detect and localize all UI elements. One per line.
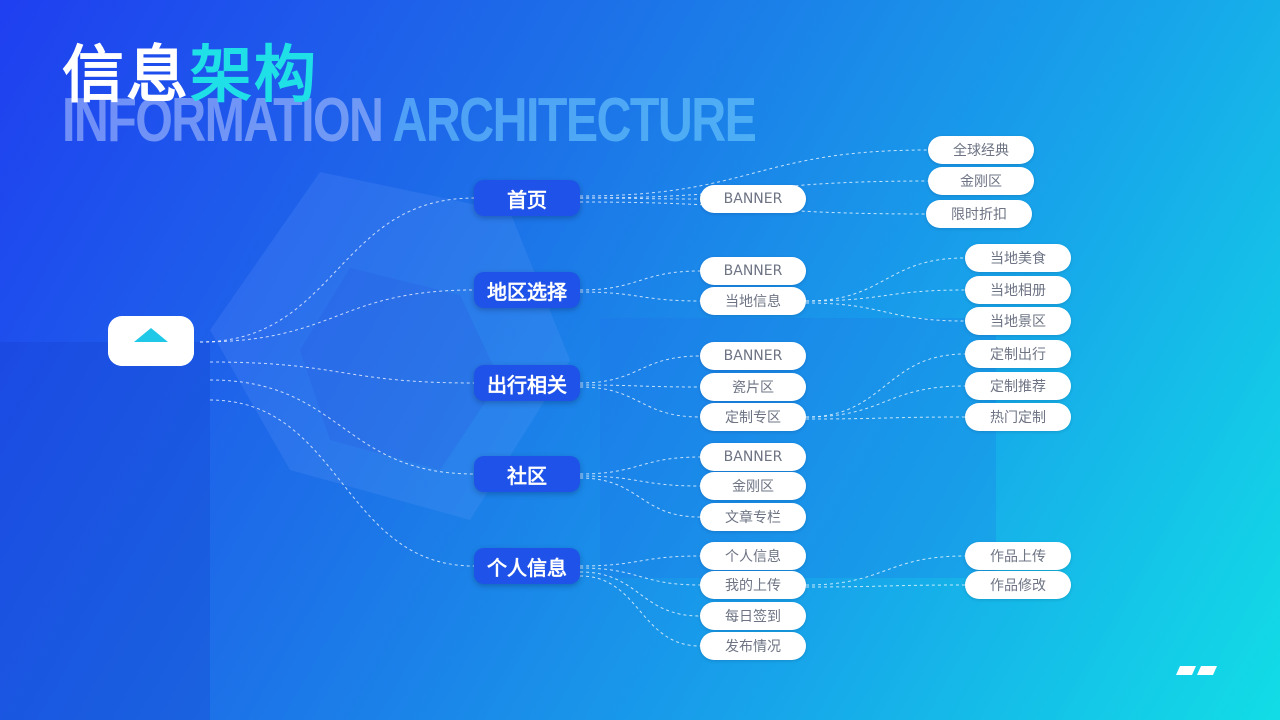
tree-link — [199, 289, 475, 343]
node-custom-travel[interactable]: 定制出行 — [965, 340, 1071, 368]
node-region-select[interactable]: 地区选择 — [474, 272, 580, 308]
node-travel-banner[interactable]: BANNER — [700, 342, 806, 370]
subtitle-part2: ARCHITECTURE — [392, 86, 757, 155]
node-tile-area[interactable]: 瓷片区 — [700, 373, 806, 401]
tree-link — [805, 416, 966, 420]
node-limited-discount[interactable]: 限时折扣 — [926, 200, 1032, 228]
tree-link — [805, 555, 966, 586]
tree-link — [579, 270, 701, 291]
tree-link — [579, 456, 701, 475]
node-hot-custom[interactable]: 热门定制 — [965, 403, 1071, 431]
node-article-column[interactable]: 文章专栏 — [700, 503, 806, 531]
tree-link — [579, 475, 701, 487]
page-title: 信息架构 — [62, 44, 318, 106]
node-community-banner[interactable]: BANNER — [700, 443, 806, 471]
tree-link — [805, 302, 966, 322]
node-personal-info[interactable]: 个人信息 — [474, 548, 580, 584]
node-custom-zone[interactable]: 定制专区 — [700, 403, 806, 431]
node-work-edit[interactable]: 作品修改 — [965, 571, 1071, 599]
node-community[interactable]: 社区 — [474, 456, 580, 492]
tree-link — [579, 355, 701, 384]
node-travel[interactable]: 出行相关 — [474, 365, 580, 401]
tree-link — [579, 291, 701, 302]
root-node[interactable] — [108, 316, 194, 366]
page-subtitle: INFORMATION ARCHITECTURE — [62, 90, 757, 152]
tree-link — [579, 555, 701, 567]
node-local-info[interactable]: 当地信息 — [700, 287, 806, 315]
tree-link — [805, 289, 966, 302]
corner-decoration — [1176, 666, 1217, 675]
node-global-classic[interactable]: 全球经典 — [928, 136, 1034, 164]
node-publish-status[interactable]: 发布情况 — [700, 632, 806, 660]
logo-icon — [108, 328, 194, 366]
node-home-banner[interactable]: BANNER — [700, 185, 806, 213]
node-local-food[interactable]: 当地美食 — [965, 244, 1071, 272]
tree-link — [579, 571, 701, 617]
node-local-scenic[interactable]: 当地景区 — [965, 307, 1071, 335]
tree-link — [579, 197, 701, 200]
tree-link — [209, 361, 475, 384]
tree-link — [579, 567, 701, 586]
node-community-kingkong[interactable]: 金刚区 — [700, 472, 806, 500]
tree-link — [805, 584, 966, 588]
node-local-album[interactable]: 当地相册 — [965, 276, 1071, 304]
node-personal-info-child[interactable]: 个人信息 — [700, 542, 806, 570]
node-custom-recommend[interactable]: 定制推荐 — [965, 372, 1071, 400]
tree-link — [805, 385, 966, 418]
node-home-kingkong[interactable]: 金刚区 — [928, 167, 1034, 195]
tree-link — [209, 399, 475, 567]
tree-link — [579, 386, 701, 418]
tree-link — [579, 384, 701, 388]
tree-link — [579, 575, 701, 647]
node-region-banner[interactable]: BANNER — [700, 257, 806, 285]
node-daily-checkin[interactable]: 每日签到 — [700, 602, 806, 630]
subtitle-part1: INFORMATION — [62, 86, 384, 155]
node-my-uploads[interactable]: 我的上传 — [700, 571, 806, 599]
tree-link — [209, 379, 475, 475]
tree-link — [805, 257, 966, 302]
node-home[interactable]: 首页 — [474, 180, 580, 216]
tree-link — [805, 353, 966, 418]
tree-link — [579, 149, 929, 197]
tree-link — [199, 197, 475, 343]
tree-link — [579, 477, 701, 518]
node-work-upload[interactable]: 作品上传 — [965, 542, 1071, 570]
title-part1: 信息 — [62, 38, 191, 111]
title-part2: 架构 — [190, 38, 319, 111]
